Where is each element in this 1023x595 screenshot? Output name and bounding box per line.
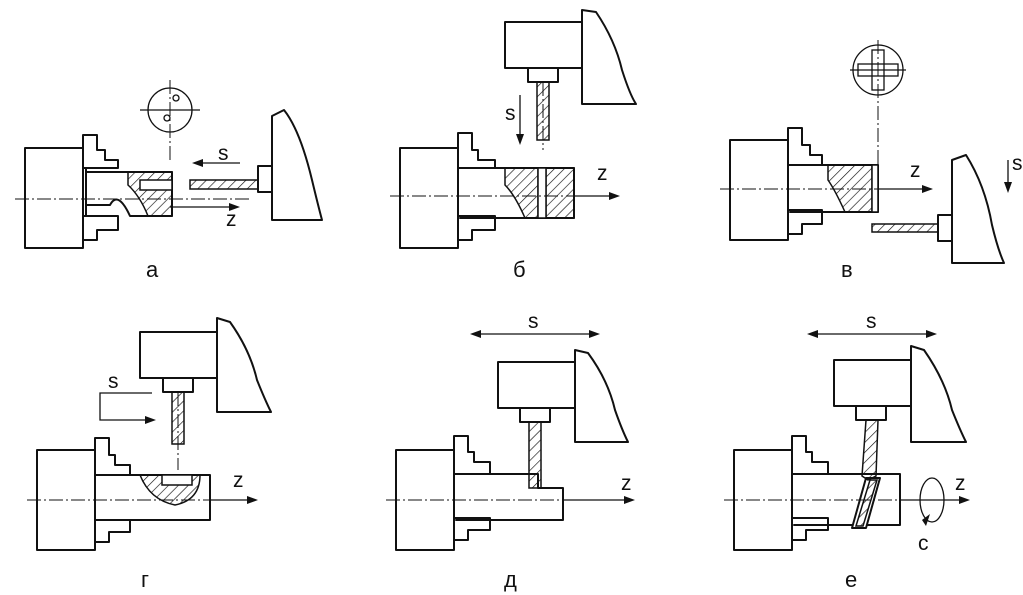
label-s: s bbox=[866, 310, 877, 333]
z-arrowhead bbox=[229, 203, 240, 211]
spindle-column bbox=[216, 317, 272, 413]
label-s: s bbox=[528, 310, 539, 333]
jaw-lower bbox=[94, 519, 131, 543]
feed-arrowhead bbox=[1004, 182, 1012, 193]
feed-arrowhead bbox=[192, 159, 203, 167]
caption-a: а bbox=[146, 257, 159, 282]
caption-d: д bbox=[504, 567, 517, 592]
panel-g: z s г bbox=[27, 317, 272, 592]
caption-g: г bbox=[141, 567, 149, 592]
jaw-upper bbox=[82, 134, 119, 169]
jaw-lower bbox=[457, 215, 496, 241]
feed-arrowhead-left bbox=[807, 330, 818, 338]
feed-arrowhead-right bbox=[926, 330, 937, 338]
feed-path bbox=[99, 392, 152, 421]
spindle-nose bbox=[527, 67, 559, 83]
label-s: s bbox=[1012, 152, 1023, 175]
end-mill bbox=[189, 179, 259, 190]
z-arrowhead bbox=[609, 192, 620, 200]
spindle-head bbox=[497, 361, 576, 409]
feed-arrowhead-right bbox=[589, 330, 600, 338]
spindle-head bbox=[833, 359, 912, 407]
slot bbox=[537, 167, 547, 219]
spindle-head bbox=[504, 21, 583, 69]
chuck-body bbox=[729, 139, 789, 241]
feed-arrowhead bbox=[145, 416, 156, 424]
jaw-lower bbox=[82, 215, 119, 241]
label-s: s bbox=[108, 370, 119, 393]
caption-b: б bbox=[513, 257, 526, 282]
jaw-upper bbox=[791, 435, 829, 475]
workpiece bbox=[455, 473, 564, 521]
chuck-body bbox=[24, 147, 84, 249]
panel-v: z s в bbox=[720, 40, 1023, 282]
end-mill bbox=[861, 419, 879, 481]
caption-e: е bbox=[845, 567, 857, 592]
z-arrowhead bbox=[624, 496, 635, 504]
helical-groove-section bbox=[854, 479, 879, 527]
label-z: z bbox=[910, 159, 921, 182]
label-s: s bbox=[505, 102, 516, 125]
z-arrowhead bbox=[922, 185, 933, 193]
label-z: z bbox=[226, 208, 237, 231]
panel-d: z s д bbox=[386, 310, 635, 592]
spindle-nose bbox=[519, 407, 551, 423]
slot bbox=[139, 179, 173, 191]
section-slot-v bbox=[871, 49, 885, 91]
jaw-upper bbox=[787, 127, 823, 166]
spindle-column bbox=[574, 349, 629, 443]
slot bbox=[161, 474, 193, 486]
spindle-nose bbox=[937, 214, 953, 242]
jaw-upper bbox=[453, 435, 491, 475]
spindle-column bbox=[910, 345, 967, 443]
section-slot-h bbox=[857, 63, 899, 77]
label-z: z bbox=[233, 469, 244, 492]
z-arrowhead bbox=[959, 496, 970, 504]
feed-arrowhead-left bbox=[470, 330, 481, 338]
jaw-lower bbox=[453, 517, 491, 541]
spindle-nose bbox=[257, 165, 273, 193]
label-c: c bbox=[918, 532, 929, 555]
rotation-arrowhead bbox=[922, 514, 930, 526]
rotation-arc bbox=[919, 477, 945, 523]
z-arrowhead bbox=[247, 496, 258, 504]
panel-a: s z а bbox=[15, 80, 323, 282]
panel-e: z c s е bbox=[724, 310, 970, 592]
jaw-upper bbox=[457, 132, 496, 169]
jaw-upper bbox=[94, 437, 131, 476]
spindle-head bbox=[139, 331, 218, 379]
spindle-column bbox=[581, 9, 637, 105]
feed-arrowhead bbox=[516, 134, 524, 145]
end-mill bbox=[871, 223, 939, 233]
workpiece-section-2 bbox=[545, 167, 575, 219]
end-mill bbox=[528, 421, 542, 489]
spindle-nose bbox=[855, 405, 887, 421]
label-z: z bbox=[621, 472, 632, 495]
spindle-head bbox=[951, 154, 1005, 264]
jaw-lower bbox=[787, 209, 823, 235]
workpiece-section bbox=[504, 167, 539, 219]
jaw-lower bbox=[791, 517, 829, 541]
chuck-body bbox=[399, 147, 459, 249]
section-dot-2 bbox=[163, 114, 171, 122]
panel-b: z s б bbox=[390, 9, 637, 282]
spindle-head bbox=[271, 109, 323, 221]
label-s: s bbox=[218, 142, 229, 165]
workpiece-section bbox=[127, 171, 173, 217]
label-z: z bbox=[597, 162, 608, 185]
label-z: z bbox=[955, 472, 966, 495]
spindle-nose bbox=[162, 377, 194, 393]
workpiece-section bbox=[827, 164, 873, 213]
section-dot-1 bbox=[172, 94, 180, 102]
caption-v: в bbox=[841, 257, 853, 282]
